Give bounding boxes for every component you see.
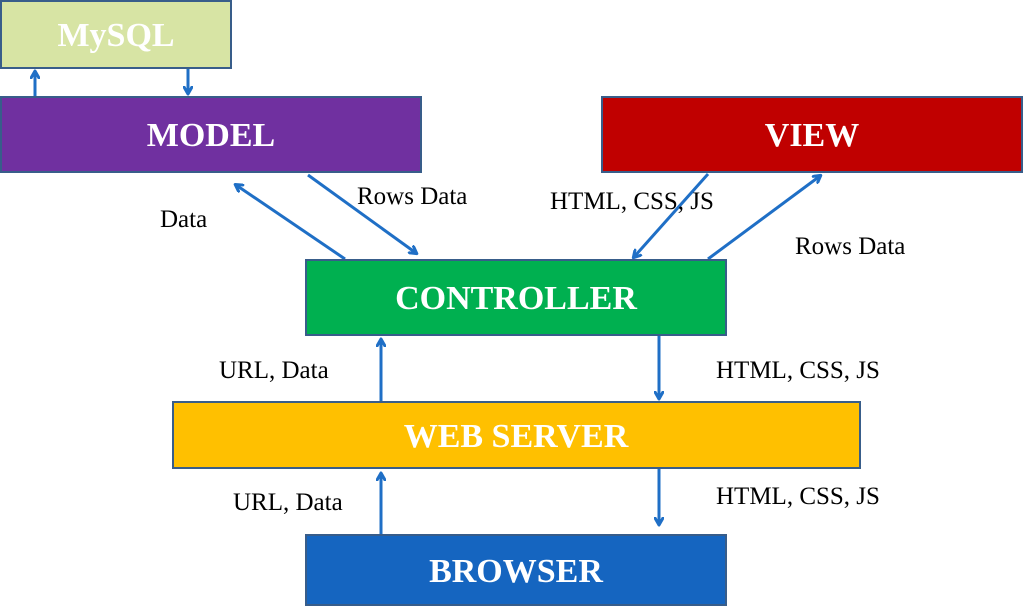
edge-labels: Data Rows Data HTML, CSS, JS Rows Data U… bbox=[160, 183, 905, 516]
webserver-box bbox=[172, 401, 861, 469]
node-model: MODEL bbox=[0, 96, 422, 173]
node-view: VIEW bbox=[601, 96, 1023, 173]
label-html-css-js-view: HTML, CSS, JS bbox=[550, 188, 714, 215]
label-html-css-js-upper: HTML, CSS, JS bbox=[716, 357, 880, 384]
browser-box bbox=[305, 534, 727, 606]
node-browser: BROWSER bbox=[305, 534, 727, 606]
label-url-data-lower: URL, Data bbox=[233, 489, 343, 516]
node-mysql: MySQL bbox=[0, 0, 232, 69]
label-rows-data-view: Rows Data bbox=[795, 233, 905, 260]
view-label: VIEW bbox=[765, 117, 859, 154]
arrows bbox=[35, 69, 820, 536]
model-box bbox=[0, 96, 422, 173]
label-html-css-js-lower: HTML, CSS, JS bbox=[716, 483, 880, 510]
label-url-data-upper: URL, Data bbox=[219, 357, 329, 384]
node-controller: CONTROLLER bbox=[305, 259, 727, 336]
label-rows-data-model: Rows Data bbox=[357, 183, 467, 210]
label-data: Data bbox=[160, 206, 207, 233]
arrow-model-to-controller bbox=[307, 173, 416, 253]
mysql-label: MySQL bbox=[57, 17, 174, 54]
node-webserver: WEB SERVER bbox=[172, 401, 861, 469]
controller-box bbox=[305, 259, 727, 336]
arrow-controller-to-view bbox=[707, 176, 820, 261]
mysql-box bbox=[0, 0, 232, 69]
webserver-label: WEB SERVER bbox=[404, 418, 629, 455]
view-box bbox=[601, 96, 1023, 173]
controller-label: CONTROLLER bbox=[395, 280, 637, 317]
browser-label: BROWSER bbox=[429, 553, 603, 590]
model-label: MODEL bbox=[147, 117, 275, 154]
arrow-view-to-controller bbox=[634, 173, 710, 257]
arrow-controller-to-model bbox=[236, 185, 346, 261]
